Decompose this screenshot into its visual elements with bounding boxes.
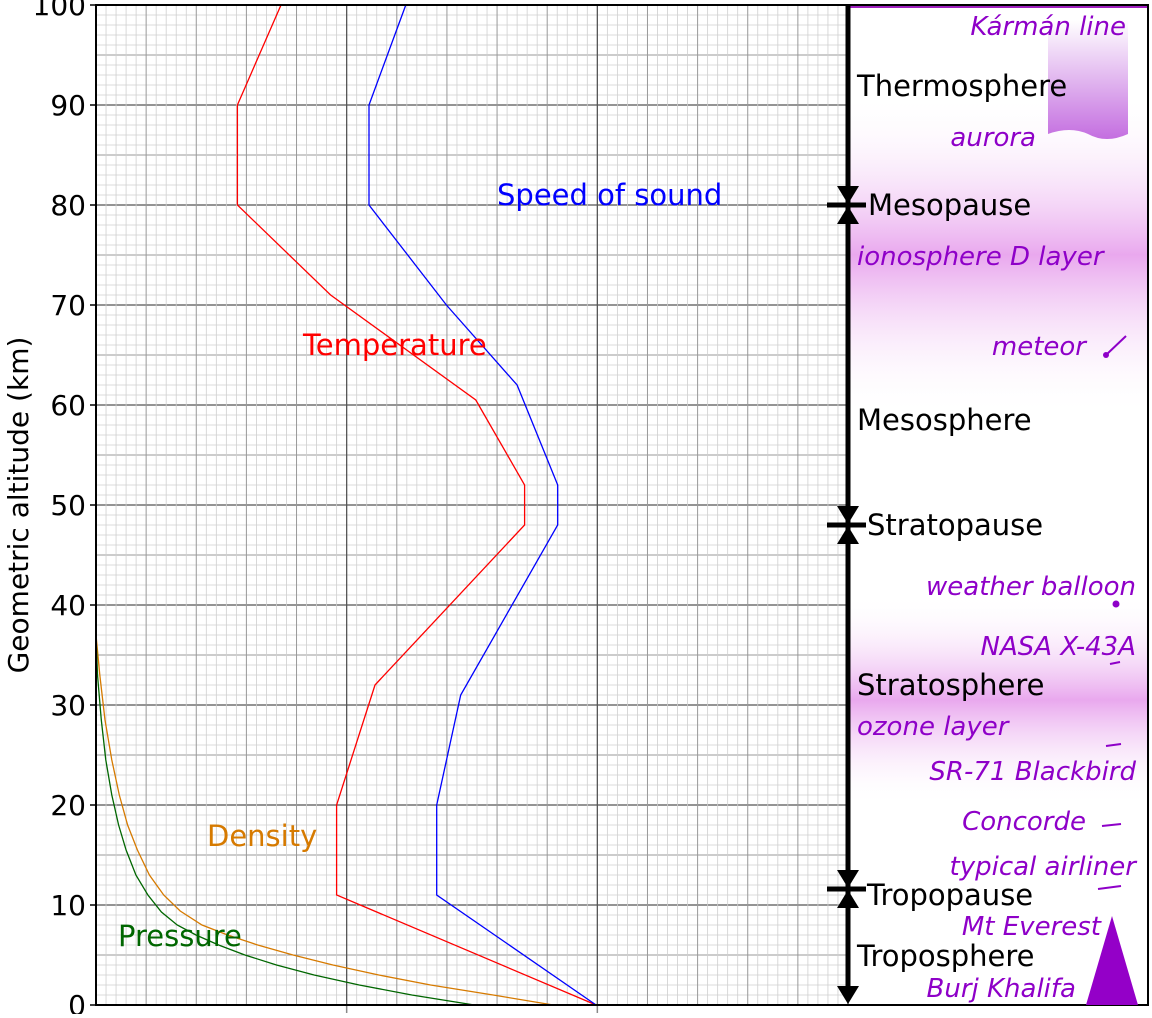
chart-series [95,4,597,1006]
y-tick-label: 60 [50,389,86,422]
y-tick-label: 100 [33,0,86,22]
label-temperature: Temperature [302,328,487,362]
y-tick-label: 50 [50,489,86,522]
label-speed-of-sound: Speed of sound [497,178,722,212]
annotation-sr71: SR-71 Blackbird [929,757,1136,787]
annotation-weather-balloon: weather balloon [926,572,1136,602]
layer-thermosphere: Thermosphere [856,69,1067,103]
y-tick-label: 30 [50,689,86,722]
aurora-icon [1048,20,1128,139]
ground-marker [837,986,859,1004]
y-tick-label: 20 [50,789,86,822]
annotation-mt-everest: Mt Everest [962,912,1102,942]
karman-line-mark [848,5,1148,8]
annotation-ionosphere: ionosphere D layer [857,242,1106,272]
plot-frame [95,4,1149,1006]
y-axis-ticks: 0 10 20 30 40 50 60 70 80 90 100 [33,0,96,1018]
y-tick-label: 0 [68,989,86,1014]
chart-grid [95,4,849,1013]
annotation-ozone-layer: ozone layer [857,712,1011,742]
annotation-icons [1086,335,1138,1005]
annotation-airliner: typical airliner [950,852,1139,882]
annotation-karman-line: Kármán line [970,12,1126,42]
atmosphere-panel [848,5,1148,805]
layer-mesopause: Mesopause [868,188,1031,222]
layer-stratopause: Stratopause [867,508,1043,542]
layer-stratosphere: Stratosphere [857,668,1044,702]
series-line-temperature [236,4,597,1006]
meteor-head-icon [1103,352,1109,358]
series-line-density [95,634,554,1006]
label-pressure: Pressure [118,919,242,953]
weather-balloon-icon [1112,600,1120,608]
atmosphere-axis [827,6,866,1004]
mesopause-marker [827,186,866,224]
annotation-aurora: aurora [950,123,1036,153]
annotation-meteor: meteor [992,332,1088,362]
layer-troposphere: Troposphere [856,939,1035,973]
series-line-pressure [95,634,475,1006]
meteor-icon [1105,335,1127,356]
y-tick-label: 70 [50,289,86,322]
annotation-concorde: Concorde [962,807,1086,837]
tropopause-marker [827,870,866,908]
ozone-band [848,595,1148,805]
x43a-icon [1109,661,1121,665]
ionosphere-band [848,95,1148,415]
airliner-icon [1097,885,1122,890]
stratopause-marker [827,506,866,544]
layer-mesosphere: Mesosphere [857,403,1032,437]
y-tick-label: 10 [50,889,86,922]
layer-labels: Thermosphere Mesopause Mesosphere Strato… [856,69,1067,973]
mt-everest-icon [1086,916,1138,1005]
series-line-speed-of-sound [368,4,597,1006]
y-tick-label: 40 [50,589,86,622]
annotations: Kármán line aurora ionosphere D layer me… [857,12,1138,1004]
y-tick-label: 90 [50,89,86,122]
y-axis-label: Geometric altitude (km) [2,337,35,674]
annotation-burj-khalifa: Burj Khalifa [927,974,1077,1004]
y-tick-label: 80 [50,189,86,222]
label-density: Density [207,819,317,853]
annotation-x43a: NASA X-43A [981,632,1136,662]
concorde-icon [1101,823,1122,827]
sr71-icon [1105,743,1122,747]
layer-tropopause: Tropopause [866,878,1033,912]
